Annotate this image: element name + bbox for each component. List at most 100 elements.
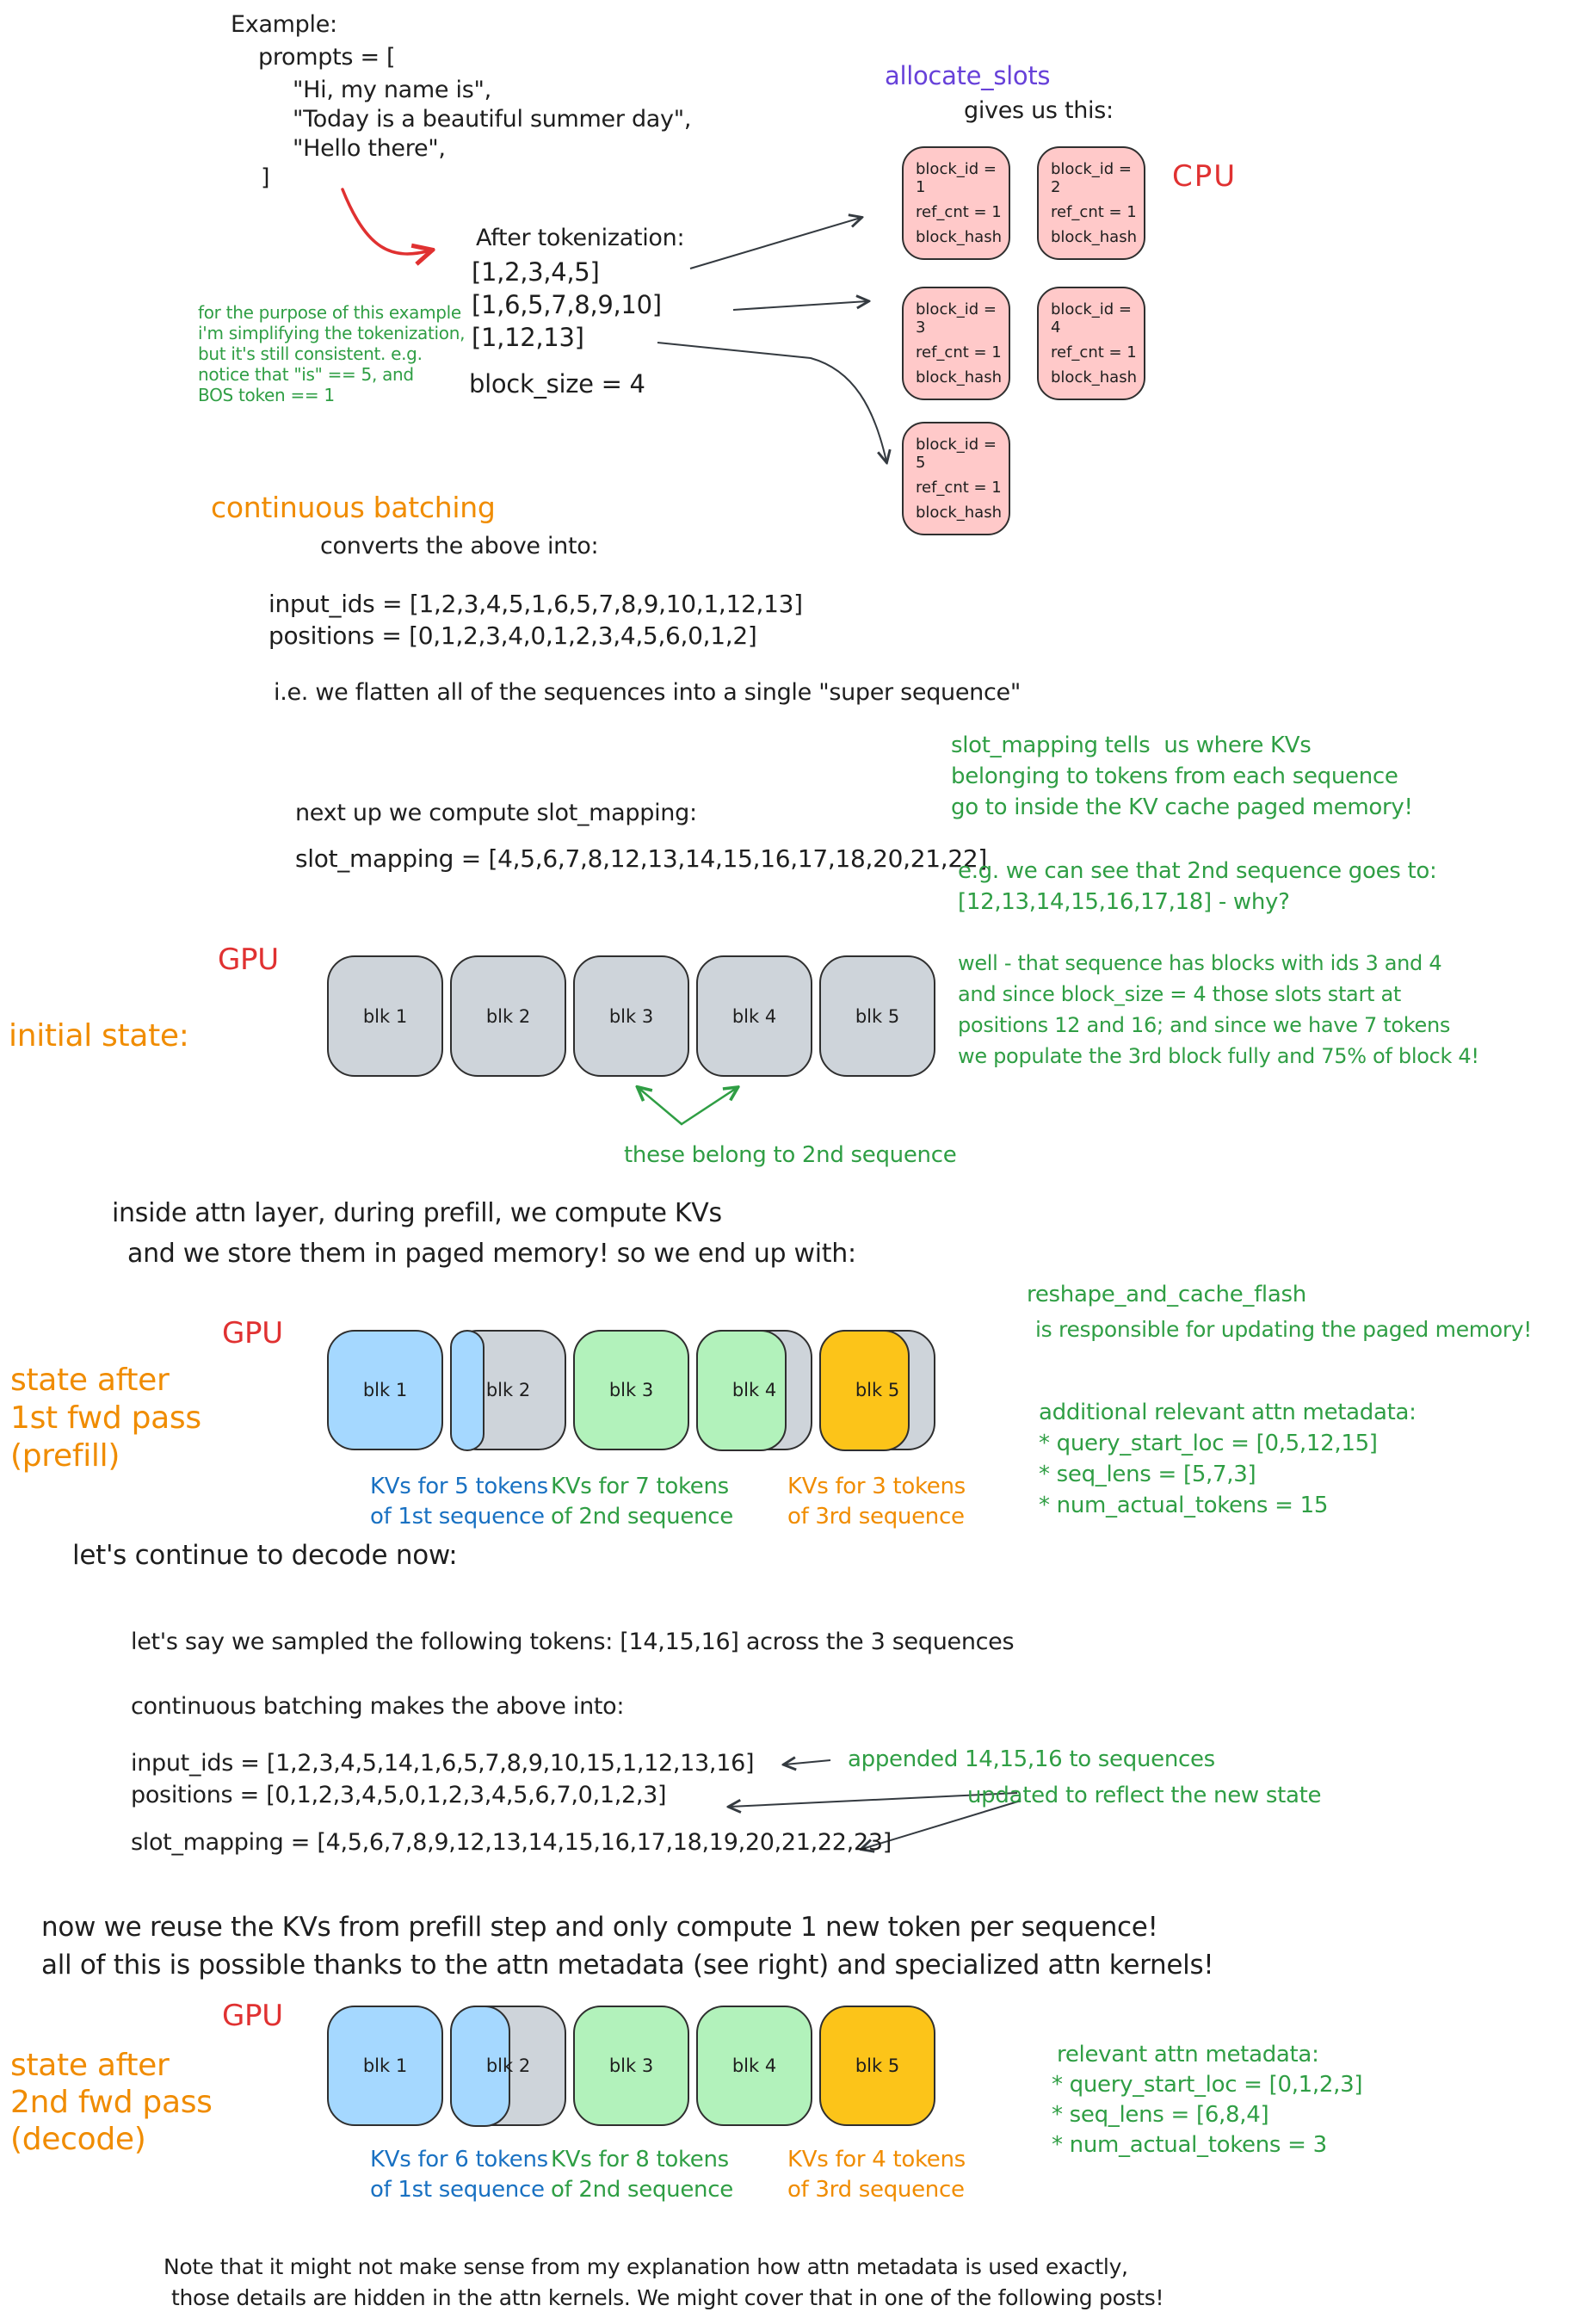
prefill-state-label-line: 1st fwd pass (10, 1400, 201, 1436)
cpu-block-1: block_id = 1 ref_cnt = 1 block_hash (902, 146, 1010, 260)
block-size-label: block_size = 4 (469, 369, 645, 399)
example-prompts-close: ] (261, 164, 270, 191)
sampled-tokens-line: let's say we sampled the following token… (131, 1629, 1015, 1655)
block-label: blk 3 (608, 1380, 654, 1400)
block-fill-blue (449, 1329, 485, 1451)
relevant-metadata-line: * seq_lens = [6,8,4] (1052, 2102, 1269, 2128)
decode-caption-2-line: of 2nd sequence (551, 2177, 733, 2203)
reuse-line: now we reuse the KVs from prefill step a… (41, 1912, 1158, 1943)
prefill-caption-3-line: of 3rd sequence (787, 1504, 965, 1530)
positions-prefill: positions = [0,1,2,3,4,0,1,2,3,4,5,6,0,1… (269, 621, 757, 650)
arrow-appended-to-input-ids (785, 1760, 831, 1765)
positions-decode: positions = [0,1,2,3,4,5,0,1,2,3,4,5,6,7… (131, 1782, 667, 1808)
tokenized-seq-3: [1,12,13] (472, 323, 584, 352)
arrow-seq2-to-block3 (732, 301, 867, 311)
relevant-metadata-line: * num_actual_tokens = 3 (1052, 2132, 1327, 2158)
decode-caption-2-line: KVs for 8 tokens (551, 2147, 729, 2173)
block-label: blk 5 (855, 1005, 900, 1027)
cpu-block-3: block_id = 3 ref_cnt = 1 block_hash (902, 287, 1010, 400)
block-label: blk 4 (731, 2055, 777, 2076)
attn-metadata-line: * query_start_loc = [0,5,12,15] (1039, 1431, 1378, 1456)
block-label: blk 5 (855, 1380, 900, 1400)
why-line: well - that sequence has blocks with ids… (958, 951, 1442, 975)
cpu-block-field: ref_cnt = 1 (916, 343, 1002, 362)
prefill-caption-2-line: KVs for 7 tokens (551, 1474, 729, 1499)
cpu-block-field: block_id = 2 (1051, 160, 1132, 196)
cpu-block-field: block_id = 4 (1051, 300, 1132, 337)
example-title: Example: (231, 11, 337, 38)
cpu-block-field: ref_cnt = 1 (1051, 203, 1137, 221)
cpu-block-5: block_id = 5 ref_cnt = 1 block_hash (902, 422, 1010, 535)
footer-note-line: those details are hidden in the attn ker… (171, 2285, 1164, 2310)
slot-mapping-intro: next up we compute slot_mapping: (295, 800, 697, 826)
example-prompt-1: "Hi, my name is", (293, 77, 491, 103)
belong-2nd-seq-label: these belong to 2nd sequence (624, 1142, 957, 1168)
gpu-block-prefill-5: blk 5 (818, 1329, 935, 1451)
gpu-block-decode-5: blk 5 (819, 2006, 935, 2126)
block-label: blk 3 (608, 2055, 654, 2076)
slot-tells-line: slot_mapping tells us where KVs (951, 732, 1312, 758)
cpu-block-field: ref_cnt = 1 (916, 203, 1002, 221)
block-label: blk 5 (855, 2055, 900, 2076)
reshape-line: reshape_and_cache_flash (1027, 1282, 1306, 1307)
cpu-block-field: ref_cnt = 1 (1051, 343, 1137, 362)
cpu-block-4: block_id = 4 ref_cnt = 1 block_hash (1037, 287, 1145, 400)
allocate-slots-label: allocate_slots (885, 61, 1051, 90)
attn-metadata-line: additional relevant attn metadata: (1039, 1400, 1417, 1425)
gpu-block-initial-4: blk 4 (696, 955, 812, 1077)
cpu-block-field: block_hash (1051, 368, 1137, 386)
arrow-seq1-to-block1 (689, 218, 861, 269)
slot-tells-line: belonging to tokens from each sequence (951, 763, 1398, 789)
continuous-batching-heading: continuous batching (211, 491, 496, 524)
reshape-line: is responsible for updating the paged me… (1035, 1317, 1533, 1342)
gpu-block-prefill-4: blk 4 (695, 1329, 812, 1451)
cpu-block-field: block_hash (916, 504, 1002, 522)
arrow-prompts-to-tokenization (341, 188, 430, 254)
decode-state-label-line: 2nd fwd pass (10, 2085, 213, 2120)
decode-caption-1-line: KVs for 6 tokens (370, 2147, 548, 2173)
slot-example-line: e.g. we can see that 2nd sequence goes t… (958, 858, 1437, 884)
cpu-block-field: block_id = 1 (916, 160, 997, 196)
input-ids-decode: input_ids = [1,2,3,4,5,14,1,6,5,7,8,9,10… (131, 1750, 755, 1777)
gpu-label-initial: GPU (218, 943, 279, 977)
appended-note: appended 14,15,16 to sequences (848, 1746, 1215, 1772)
initial-state-label: initial state: (9, 1018, 189, 1054)
relevant-metadata-line: relevant attn metadata: (1057, 2042, 1319, 2067)
tokenized-seq-2: [1,6,5,7,8,9,10] (472, 290, 662, 319)
example-prompts-open: prompts = [ (258, 44, 396, 71)
side-note-line: i'm simplifying the tokenization, (198, 323, 466, 343)
prefill-caption-2-line: of 2nd sequence (551, 1504, 733, 1530)
gpu-block-decode-4: blk 4 (696, 2006, 812, 2126)
gpu-block-initial-3: blk 3 (573, 955, 689, 1077)
gpu-block-initial-5: blk 5 (819, 955, 935, 1077)
prefill-state-label-line: state after (10, 1363, 170, 1398)
cpu-label: CPU (1172, 159, 1238, 194)
block-fill-yellow (818, 1329, 910, 1451)
gives-us-this-label: gives us this: (964, 97, 1114, 124)
reuse-line: all of this is possible thanks to the at… (41, 1950, 1214, 1981)
block-label: blk 2 (485, 2055, 531, 2076)
prefill-state-label-line: (prefill) (10, 1438, 120, 1474)
example-prompt-2: "Today is a beautiful summer day", (293, 106, 692, 133)
gpu-label-prefill: GPU (222, 1316, 283, 1351)
cpu-block-field: block_id = 5 (916, 436, 997, 472)
cpu-block-2: block_id = 2 ref_cnt = 1 block_hash (1037, 146, 1145, 260)
slot-tells-line: go to inside the KV cache paged memory! (951, 794, 1413, 820)
example-prompt-3: "Hello there", (293, 135, 446, 162)
why-line: positions 12 and 16; and since we have 7… (958, 1013, 1451, 1037)
block-label: blk 2 (485, 1005, 531, 1027)
why-line: and since block_size = 4 those slots sta… (958, 982, 1401, 1006)
tokenized-seq-1: [1,2,3,4,5] (472, 257, 600, 287)
prefill-intro-line: inside attn layer, during prefill, we co… (112, 1198, 722, 1228)
decode-caption-3-line: of 3rd sequence (787, 2177, 965, 2203)
input-ids-prefill: input_ids = [1,2,3,4,5,1,6,5,7,8,9,10,1,… (269, 590, 803, 618)
cpu-block-field: block_id = 3 (916, 300, 997, 337)
side-note-line: notice that "is" == 5, and (198, 364, 414, 385)
decode-caption-1-line: of 1st sequence (370, 2177, 545, 2203)
side-note-line: BOS token == 1 (198, 385, 335, 405)
decode-intro: let's continue to decode now: (72, 1540, 458, 1571)
cpu-block-field: block_hash (1051, 228, 1137, 246)
gpu-block-prefill-2: blk 2 (449, 1329, 566, 1451)
block-label: blk 4 (731, 1380, 777, 1400)
